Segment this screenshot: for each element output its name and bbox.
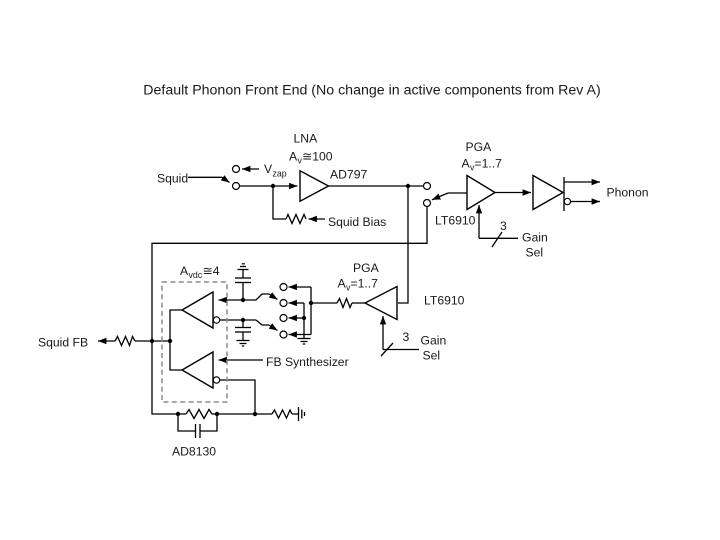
output-buffer-amp — [532, 174, 565, 211]
squid-fb-label: Squid FB — [38, 336, 88, 350]
gain-sel1-width: 3 — [500, 219, 507, 233]
switch-bank-ground — [297, 337, 311, 345]
squid-fb-resistor — [114, 334, 136, 348]
fb-parallel-cap — [177, 414, 218, 438]
vzap-label-sub: zap — [273, 169, 287, 179]
squid-label: Squid — [157, 172, 188, 186]
bank-contact-1 — [279, 282, 288, 292]
gain-sel1-bus — [475, 204, 518, 248]
pga2-output-resistor — [336, 296, 353, 310]
bank-contact-3 — [279, 313, 288, 323]
pga1-contact-lower — [422, 198, 432, 208]
ad8130-label: AD8130 — [172, 445, 216, 459]
pga2-gain-a: A — [338, 277, 347, 291]
squid-switch-contact — [231, 181, 241, 191]
fb-network-resistor-2 — [271, 408, 293, 420]
switch-contacts — [231, 164, 432, 339]
vzap-label: V — [264, 162, 273, 176]
pga1-label: PGA — [466, 140, 493, 154]
squid-bias-label: Squid Bias — [328, 215, 386, 229]
pga2-amp — [363, 285, 398, 321]
pga1-amp — [466, 174, 497, 211]
gain-sel1-label-2: Sel — [526, 246, 544, 260]
fb-network-resistor-1 — [185, 408, 213, 420]
ad797-label: AD797 — [330, 168, 367, 182]
pga1-gain-value: =1..7 — [475, 157, 503, 171]
avdc-gain-value: ≅4 — [203, 264, 220, 278]
lna-gain-sub: v — [298, 156, 303, 166]
lna-gain-a: A — [289, 150, 298, 164]
fb-synthesizer-label: FB Synthesizer — [266, 355, 349, 369]
pga2-gain-sub: v — [346, 283, 351, 293]
pga1-gain-sub: v — [470, 163, 475, 173]
phonon-label: Phonon — [607, 186, 649, 200]
fb-amp-bottom — [180, 350, 214, 390]
top-cap-to-ground — [235, 263, 251, 300]
bank-contact-4 — [279, 330, 288, 339]
lt6910-label-2: LT6910 — [424, 294, 465, 308]
slide-title: Default Phonon Front End (No change in a… — [143, 83, 600, 99]
gain-sel2-label-2: Sel — [423, 349, 441, 363]
fb-output-ground — [297, 407, 306, 421]
lna-label: LNA — [294, 132, 319, 146]
signal-arrows — [97, 165, 601, 364]
avdc-gain-a: A — [180, 264, 189, 278]
pga1-contact-upper — [422, 181, 432, 191]
gain-sel2-width: 3 — [403, 330, 410, 344]
gain-sel2-bus — [379, 315, 419, 357]
phonon-inv-bubble — [563, 197, 572, 206]
fb-amp-top — [180, 290, 214, 330]
fb-amp-bottom-inv-bubble — [212, 376, 221, 384]
avdc-gain-sub: vdc — [189, 270, 203, 280]
inverting-bubbles — [212, 197, 572, 384]
junction-dots — [149, 183, 411, 417]
squid-bias-resistor — [285, 212, 307, 226]
gain-sel2-label: Gain — [421, 334, 447, 348]
lt6910-label-1: LT6910 — [435, 214, 476, 228]
fb-amp-top-inv-bubble — [212, 316, 221, 324]
vzap-contact — [231, 164, 241, 174]
bottom-cap-to-ground — [235, 320, 251, 347]
pga1-gain-a: A — [462, 157, 471, 171]
lna-amp — [299, 169, 330, 203]
gain-sel1-label: Gain — [522, 231, 548, 245]
bank-contact-2 — [279, 298, 288, 308]
pga2-label: PGA — [353, 261, 380, 275]
wires — [135, 176, 467, 415]
pga2-gain-value: =1..7 — [351, 277, 379, 291]
lna-gain-value: ≅100 — [302, 150, 333, 164]
